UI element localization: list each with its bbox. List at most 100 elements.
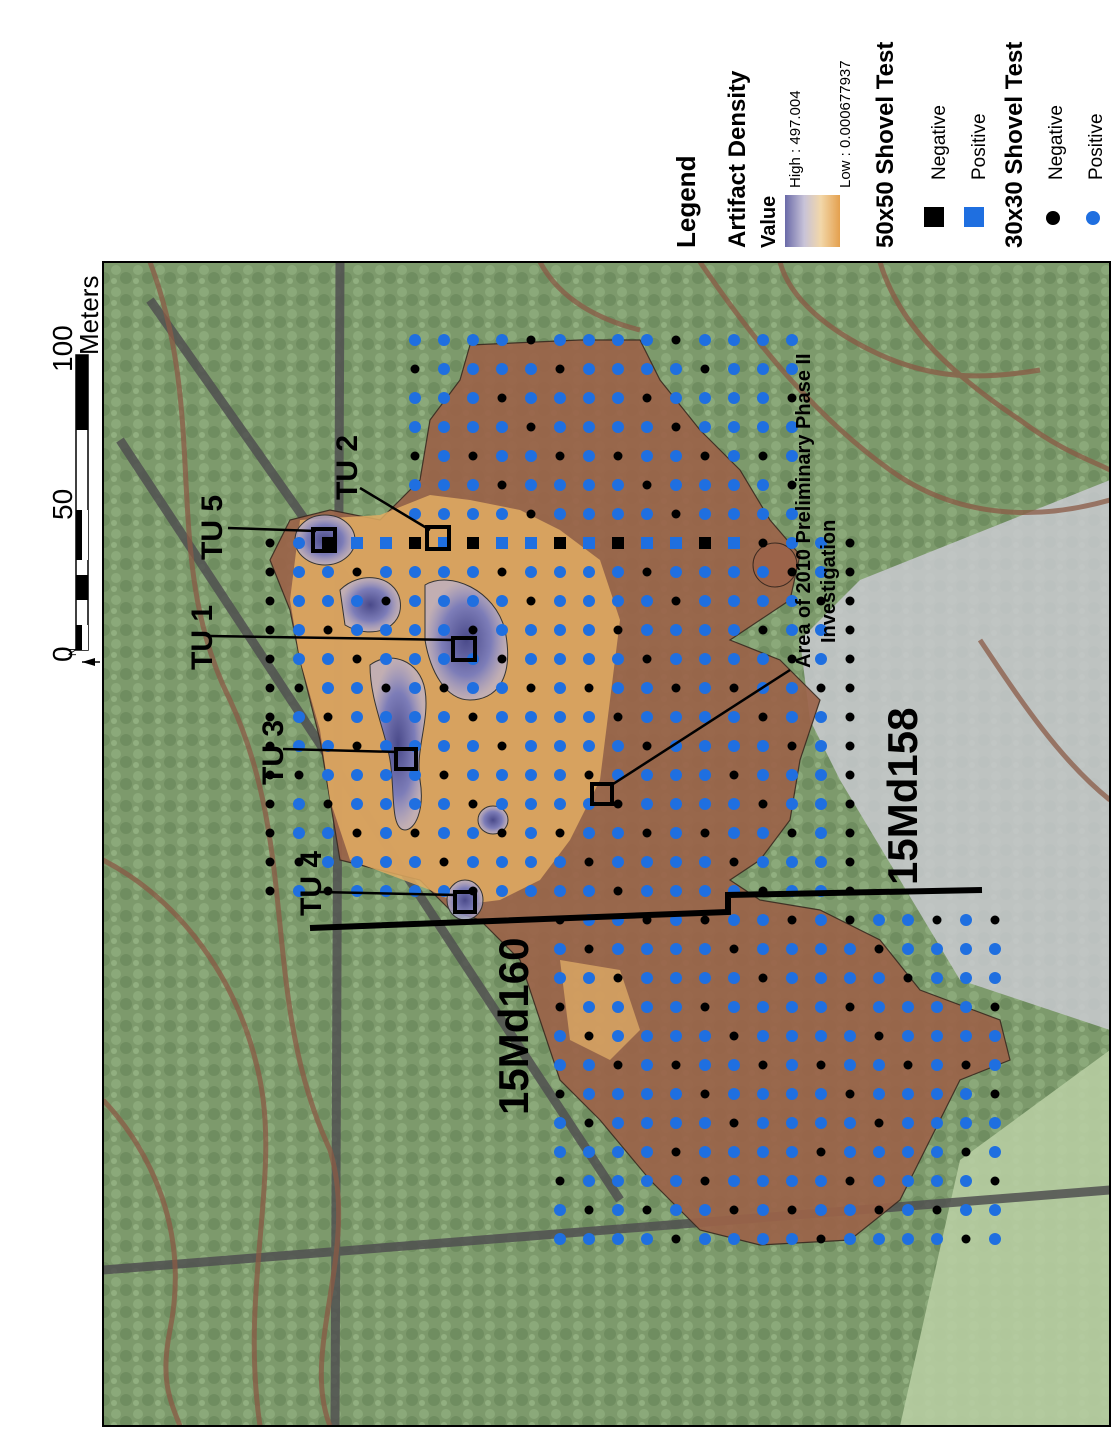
positive-30x30-circle-icon	[670, 943, 682, 955]
positive-30x30-circle-icon	[786, 856, 798, 868]
negative-50x50-square-icon	[409, 537, 421, 549]
positive-30x30-circle-icon	[641, 682, 653, 694]
negative-30x30-circle-icon	[787, 741, 797, 751]
positive-30x30-circle-icon	[554, 566, 566, 578]
site-boundary-line	[309, 887, 983, 931]
positive-30x30-circle-icon	[873, 1175, 885, 1187]
scale-unit: Meters	[74, 276, 104, 355]
positive-30x30-circle-icon	[438, 566, 450, 578]
positive-30x30-circle-icon	[612, 392, 624, 404]
positive-30x30-circle-icon	[931, 1059, 943, 1071]
negative-30x30-circle-icon	[845, 770, 855, 780]
positive-30x30-circle-icon	[902, 1117, 914, 1129]
negative-30x30-circle-icon	[961, 1147, 971, 1157]
positive-30x30-circle-icon	[699, 740, 711, 752]
negative-30x30-circle-icon	[787, 393, 797, 403]
positive-30x30-circle-icon	[351, 624, 363, 636]
positive-30x30-circle-icon	[409, 421, 421, 433]
positive-30x30-circle-icon	[583, 1233, 595, 1245]
negative-30x30-circle-icon	[323, 712, 333, 722]
negative-50x50-square-icon	[322, 537, 334, 549]
positive-30x30-circle-icon	[699, 1146, 711, 1158]
negative-30x30-circle-icon	[381, 683, 391, 693]
positive-30x30-circle-icon	[496, 421, 508, 433]
positive-30x30-circle-icon	[641, 798, 653, 810]
positive-30x30-circle-icon	[554, 885, 566, 897]
positive-30x30-circle-icon	[960, 1175, 972, 1187]
positive-50x50-square-icon	[583, 537, 595, 549]
positive-30x30-circle-icon	[467, 479, 479, 491]
positive-30x30-circle-icon	[380, 711, 392, 723]
phase2-label-line2: Investigation	[818, 520, 840, 643]
positive-30x30-circle-icon	[554, 392, 566, 404]
negative-30x30-circle-icon	[439, 857, 449, 867]
negative-30x30-circle-icon	[700, 364, 710, 374]
negative-30x30-circle-icon	[787, 567, 797, 577]
negative-30x30-circle-icon	[932, 915, 942, 925]
negative-30x30-circle-icon	[671, 1147, 681, 1157]
positive-30x30-circle-icon	[670, 392, 682, 404]
negative-30x30-circle-icon	[700, 1089, 710, 1099]
density-hot-zone	[339, 577, 401, 633]
positive-30x30-circle-icon	[960, 1030, 972, 1042]
positive-30x30-circle-icon	[525, 711, 537, 723]
positive-30x30-circle-icon	[293, 537, 305, 549]
positive-30x30-circle-icon	[409, 798, 421, 810]
positive-30x30-circle-icon	[583, 1175, 595, 1187]
positive-30x30-circle-icon	[641, 1146, 653, 1158]
positive-30x30-circle-icon	[583, 972, 595, 984]
negative-30x30-circle-icon	[816, 1147, 826, 1157]
legend-50x50-title: 50x50 Shovel Test	[872, 42, 899, 248]
tu5-label: TU 5	[196, 495, 229, 560]
contour-lines	[103, 262, 1110, 1426]
positive-30x30-circle-icon	[728, 711, 740, 723]
negative-30x30-circle-icon	[265, 625, 275, 635]
positive-30x30-circle-icon	[757, 1001, 769, 1013]
positive-30x30-circle-icon	[438, 334, 450, 346]
clearing-area	[800, 480, 1110, 1030]
positive-30x30-circle-icon	[583, 1059, 595, 1071]
positive-30x30-circle-icon	[496, 711, 508, 723]
positive-30x30-circle-icon	[960, 914, 972, 926]
positive-30x30-circle-icon	[612, 1233, 624, 1245]
positive-30x30-circle-icon	[409, 392, 421, 404]
positive-30x30-circle-icon	[525, 450, 537, 462]
negative-30x30-circle-icon	[903, 1060, 913, 1070]
positive-30x30-circle-icon	[728, 566, 740, 578]
contour	[697, 262, 1110, 515]
positive-30x30-circle-icon	[960, 1001, 972, 1013]
negative-30x30-circle-icon	[729, 944, 739, 954]
positive-30x30-circle-icon	[815, 1088, 827, 1100]
positive-30x30-circle-icon	[699, 1059, 711, 1071]
positive-30x30-circle-icon	[351, 798, 363, 810]
contour	[103, 1098, 183, 1426]
positive-30x30-circle-icon	[496, 682, 508, 694]
negative-30x30-circle-icon	[729, 683, 739, 693]
positive-30x30-circle-icon	[293, 885, 305, 897]
positive-30x30-circle-icon	[380, 566, 392, 578]
test-units	[311, 525, 614, 914]
positive-30x30-circle-icon	[844, 1233, 856, 1245]
positive-30x30-circle-icon	[786, 1059, 798, 1071]
positive-30x30-circle-icon	[786, 450, 798, 462]
map-border	[102, 261, 1111, 1427]
positive-30x30-circle-icon	[612, 856, 624, 868]
positive-30x30-circle-icon	[757, 827, 769, 839]
contour	[147, 262, 342, 1426]
phase2-leader	[609, 668, 791, 788]
positive-30x30-circle-icon	[583, 624, 595, 636]
positive-30x30-circle-icon	[612, 827, 624, 839]
positive-30x30-circle-icon	[699, 682, 711, 694]
positive-30x30-circle-icon	[670, 769, 682, 781]
positive-30x30-circle-icon	[409, 856, 421, 868]
positive-30x30-circle-icon	[728, 595, 740, 607]
negative-30x30-circle-icon	[700, 451, 710, 461]
positive-30x30-circle-icon	[293, 624, 305, 636]
positive-30x30-circle-icon	[757, 566, 769, 578]
scale-tick-0: 0	[47, 646, 78, 662]
positive-30x30-circle-icon	[496, 450, 508, 462]
positive-30x30-circle-icon	[525, 566, 537, 578]
positive-30x30-circle-icon	[612, 943, 624, 955]
tu4-label: TU 4	[295, 851, 328, 916]
negative-30x30-circle-icon	[700, 1002, 710, 1012]
